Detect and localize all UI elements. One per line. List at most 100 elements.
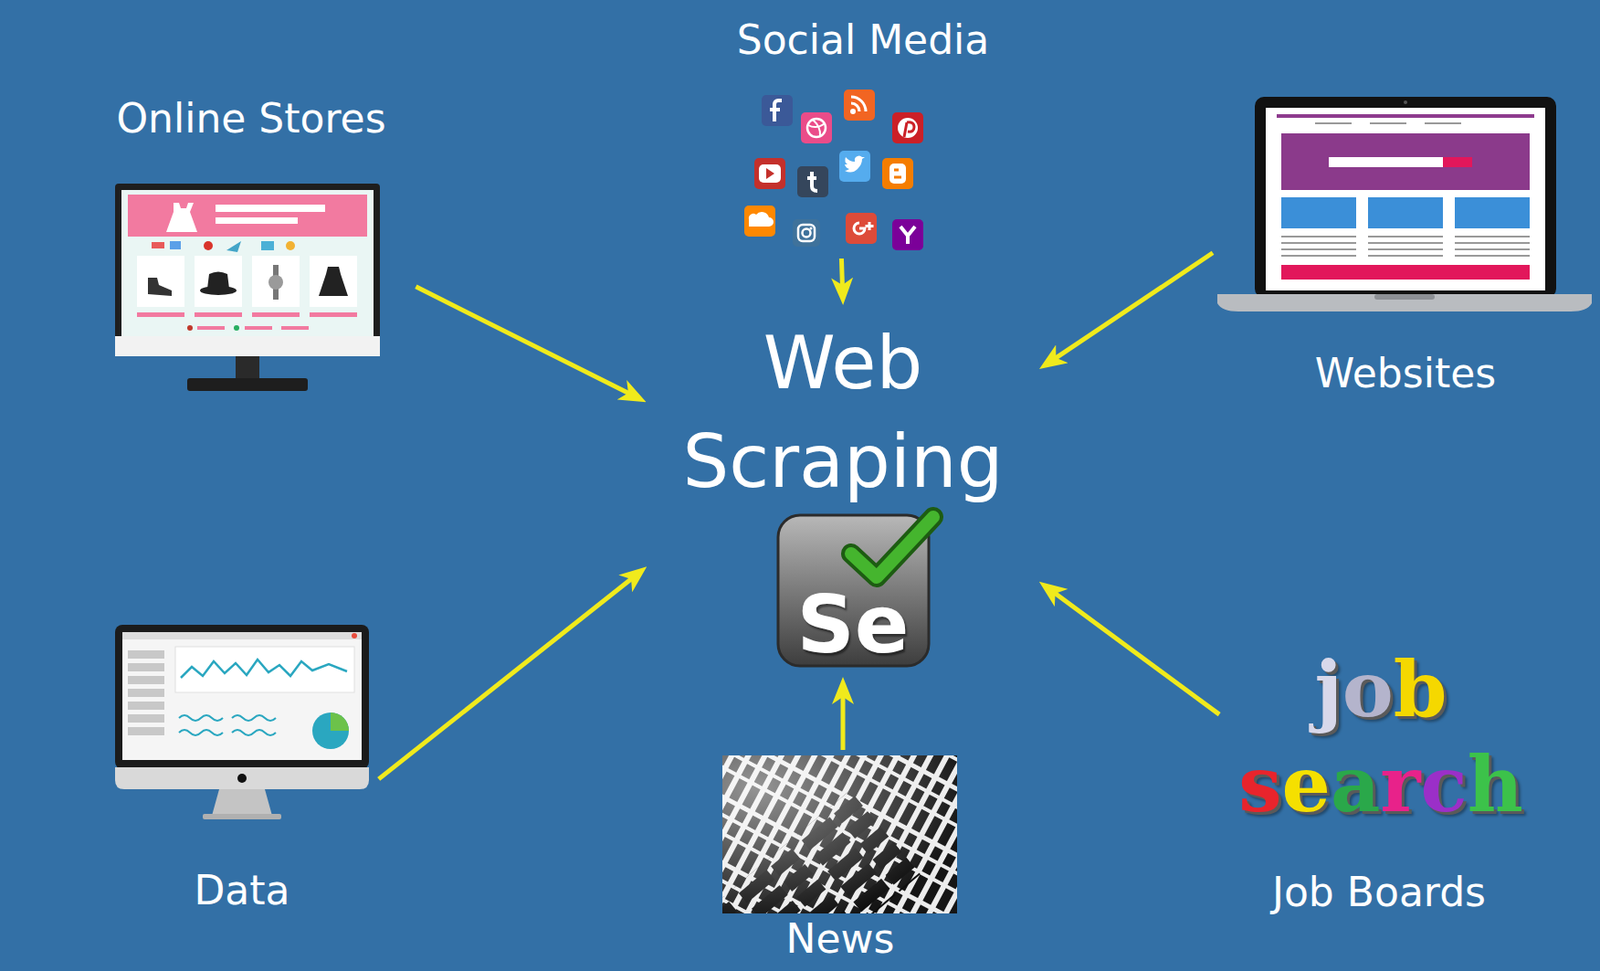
social-media-icons-part <box>744 205 776 237</box>
data-monitor-part <box>122 631 362 640</box>
website-laptop-part <box>1281 235 1357 238</box>
social-media-icons-part-part <box>758 164 781 183</box>
online-store-monitor-part <box>169 241 181 250</box>
online-store-monitor-part <box>147 277 172 296</box>
social-media-icons-part-part <box>839 150 871 182</box>
data-monitor-part <box>115 624 369 769</box>
news-collage-part <box>722 755 958 914</box>
online-store-monitor-part <box>194 255 243 307</box>
social-media-icons-part-part <box>894 169 902 178</box>
flow-arrow <box>415 286 637 398</box>
data-monitor-part <box>178 715 276 736</box>
social-media-icons-part <box>839 150 871 182</box>
data-monitor-part <box>180 659 348 678</box>
online-store-monitor-part <box>318 266 348 296</box>
website-laptop-part <box>1369 122 1407 125</box>
node-label: Websites <box>1315 349 1496 399</box>
online-store-monitor-part <box>252 255 300 307</box>
selenium-logo-part <box>851 516 934 578</box>
social-media-icons-part-part <box>766 168 775 179</box>
source-node: Online Stores <box>91 91 411 400</box>
social-media-icons-part-part <box>769 100 782 122</box>
online-store-monitor-part <box>203 241 213 251</box>
website-laptop-part <box>1454 248 1530 251</box>
node-label: Online Stores <box>115 94 386 144</box>
data-monitor-part <box>127 675 165 685</box>
website-laptop-part <box>1217 294 1592 312</box>
wordart-letter: s <box>1238 738 1282 830</box>
online-store-monitor-part <box>226 241 242 253</box>
website-laptop-part <box>1403 100 1408 105</box>
social-media-icons-part-part <box>882 157 914 190</box>
online-store-monitor-part <box>215 204 326 212</box>
online-store-monitor-part <box>115 183 380 356</box>
website-laptop-part <box>1424 122 1462 125</box>
node-label: Data <box>193 866 290 916</box>
website-laptop-part <box>1368 254 1443 257</box>
news-collage-part-part <box>722 755 958 914</box>
wordart-letter: j <box>1314 643 1342 735</box>
logo-letters: Se <box>770 584 936 665</box>
online-store-monitor-part <box>166 202 198 232</box>
social-media-icons-part-part <box>798 224 815 242</box>
online-store-monitor-part <box>151 242 165 249</box>
social-media-icons <box>744 89 924 251</box>
wordart-letter: o <box>1342 643 1394 735</box>
flow-arrow <box>1048 252 1213 364</box>
wordart-letter: c <box>1421 738 1468 830</box>
online-store-monitor-part <box>252 312 300 317</box>
social-media-icons-part-part <box>797 166 829 198</box>
website-laptop-part <box>1328 157 1443 168</box>
social-media-icons-part-part <box>851 96 866 112</box>
social-media-icons-part-part <box>748 211 774 227</box>
online-store-monitor-part <box>285 241 295 251</box>
online-store-monitor-part <box>136 255 185 307</box>
online-store-monitor-part <box>309 255 358 307</box>
data-monitor-part <box>127 688 165 697</box>
data-monitor-part <box>127 650 165 659</box>
online-store-monitor-part <box>309 312 358 317</box>
online-store-monitor-part <box>215 217 298 224</box>
website-laptop <box>1217 96 1592 312</box>
data-monitor-part <box>237 773 247 783</box>
data-monitor-part <box>312 712 349 749</box>
social-media-icons-part-part <box>844 156 865 173</box>
social-media-icons-part <box>754 157 786 190</box>
website-laptop-part <box>1442 157 1473 168</box>
social-media-icons-part <box>882 157 914 190</box>
social-media-icons-part-part <box>892 219 924 251</box>
social-media-icons-part <box>800 112 832 144</box>
flow-arrow <box>841 258 843 295</box>
website-laptop-part <box>1281 248 1357 251</box>
online-store-monitor-part <box>121 189 374 337</box>
selenium-logo-part <box>851 516 934 578</box>
social-media-icons-part <box>892 219 924 251</box>
online-store-monitor-part <box>194 312 243 317</box>
online-store-monitor-part <box>197 326 225 330</box>
website-laptop-part <box>1276 114 1535 118</box>
social-media-icons-part <box>797 166 829 198</box>
website-laptop-part <box>1368 235 1443 238</box>
news-collage <box>531 484 1153 971</box>
social-media-icons-part <box>845 212 877 244</box>
online-store-monitor-part <box>127 194 368 237</box>
social-media-icons-part <box>761 94 793 127</box>
node-label: News <box>786 915 895 964</box>
data-monitor-part <box>127 701 165 710</box>
social-media-icons-part-part <box>853 221 874 234</box>
data-monitor-part <box>175 646 355 693</box>
data-monitor-part <box>127 714 165 723</box>
social-media-icons-part <box>892 112 924 144</box>
data-monitor <box>115 624 369 820</box>
news-collage-part <box>722 755 958 914</box>
social-media-icons-part-part <box>744 205 776 237</box>
online-store-monitor-part <box>281 326 309 330</box>
online-store-monitor-part <box>207 272 230 290</box>
social-media-icons-part-part <box>807 118 826 137</box>
social-media-icons-part-part <box>843 89 875 121</box>
social-media-icons-part-part <box>754 157 786 190</box>
social-media-icons-part-part <box>889 163 906 184</box>
hub-title: Web Scraping <box>682 314 1003 512</box>
data-monitor-part <box>127 663 165 672</box>
